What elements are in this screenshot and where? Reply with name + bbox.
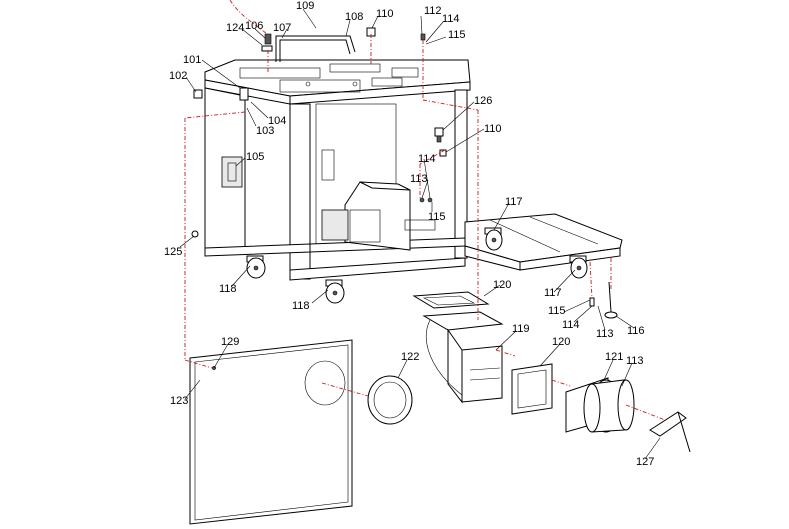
callout-121: 121 [605,351,623,363]
callout-127: 127 [636,456,654,468]
callout-105: 105 [246,151,264,163]
gasket-120-upper [412,291,490,309]
callout-113-mid: 113 [410,173,428,185]
callout-129: 129 [221,336,239,348]
callout-115-top: 115 [448,29,466,41]
callout-126: 126 [474,95,492,107]
callout-103: 103 [256,125,274,137]
callout-101: 101 [183,54,201,66]
callout-108: 108 [345,11,363,23]
alignment-lines [184,0,666,421]
callout-107: 107 [273,22,291,34]
callout-113-right: 113 [596,328,614,340]
callout-115-mid: 115 [428,211,446,223]
callout-112: 112 [424,5,442,17]
callout-117-upper: 117 [505,196,523,208]
callout-114-mid: 114 [418,153,436,165]
callout-113-lower: 113 [626,355,644,367]
adapter-121 [565,377,635,433]
callout-115-right: 115 [548,305,566,317]
cabinet-frame [204,59,623,281]
caster-118-front [325,279,345,304]
leader-lines [179,8,661,460]
callout-114: 114 [442,13,460,25]
callout-114-right: 114 [562,319,580,331]
callout-123: 123 [170,395,188,407]
handle-bracket [275,35,356,62]
ring-122 [367,375,413,425]
back-panel-123 [189,339,353,525]
deflector-127 [649,411,691,453]
duct-119 [422,311,504,404]
callout-110-top: 110 [376,8,394,20]
callout-118-left: 118 [219,283,237,295]
caster-117-right [569,255,588,279]
callout-116: 116 [627,325,645,337]
callout-124: 124 [226,22,244,34]
callout-118-front: 118 [292,300,310,312]
caster-117-rear [484,227,503,251]
caster-118-left [246,255,266,279]
callout-109: 109 [296,0,314,12]
gasket-120-lower [511,363,553,415]
callout-labels: 109 112 114 124 106 107 108 110 115 101 … [164,0,654,468]
callout-104: 104 [268,115,286,127]
callout-102: 102 [169,70,187,82]
callout-122: 122 [401,351,419,363]
hardware-parts [191,27,618,319]
callout-125: 125 [164,246,182,258]
callout-117-lower: 117 [544,287,562,299]
callout-120-upper: 120 [493,279,511,291]
callout-106: 106 [245,20,263,32]
callout-119: 119 [512,323,530,335]
callout-110-mid: 110 [484,123,502,135]
callout-120-lower: 120 [552,336,570,348]
